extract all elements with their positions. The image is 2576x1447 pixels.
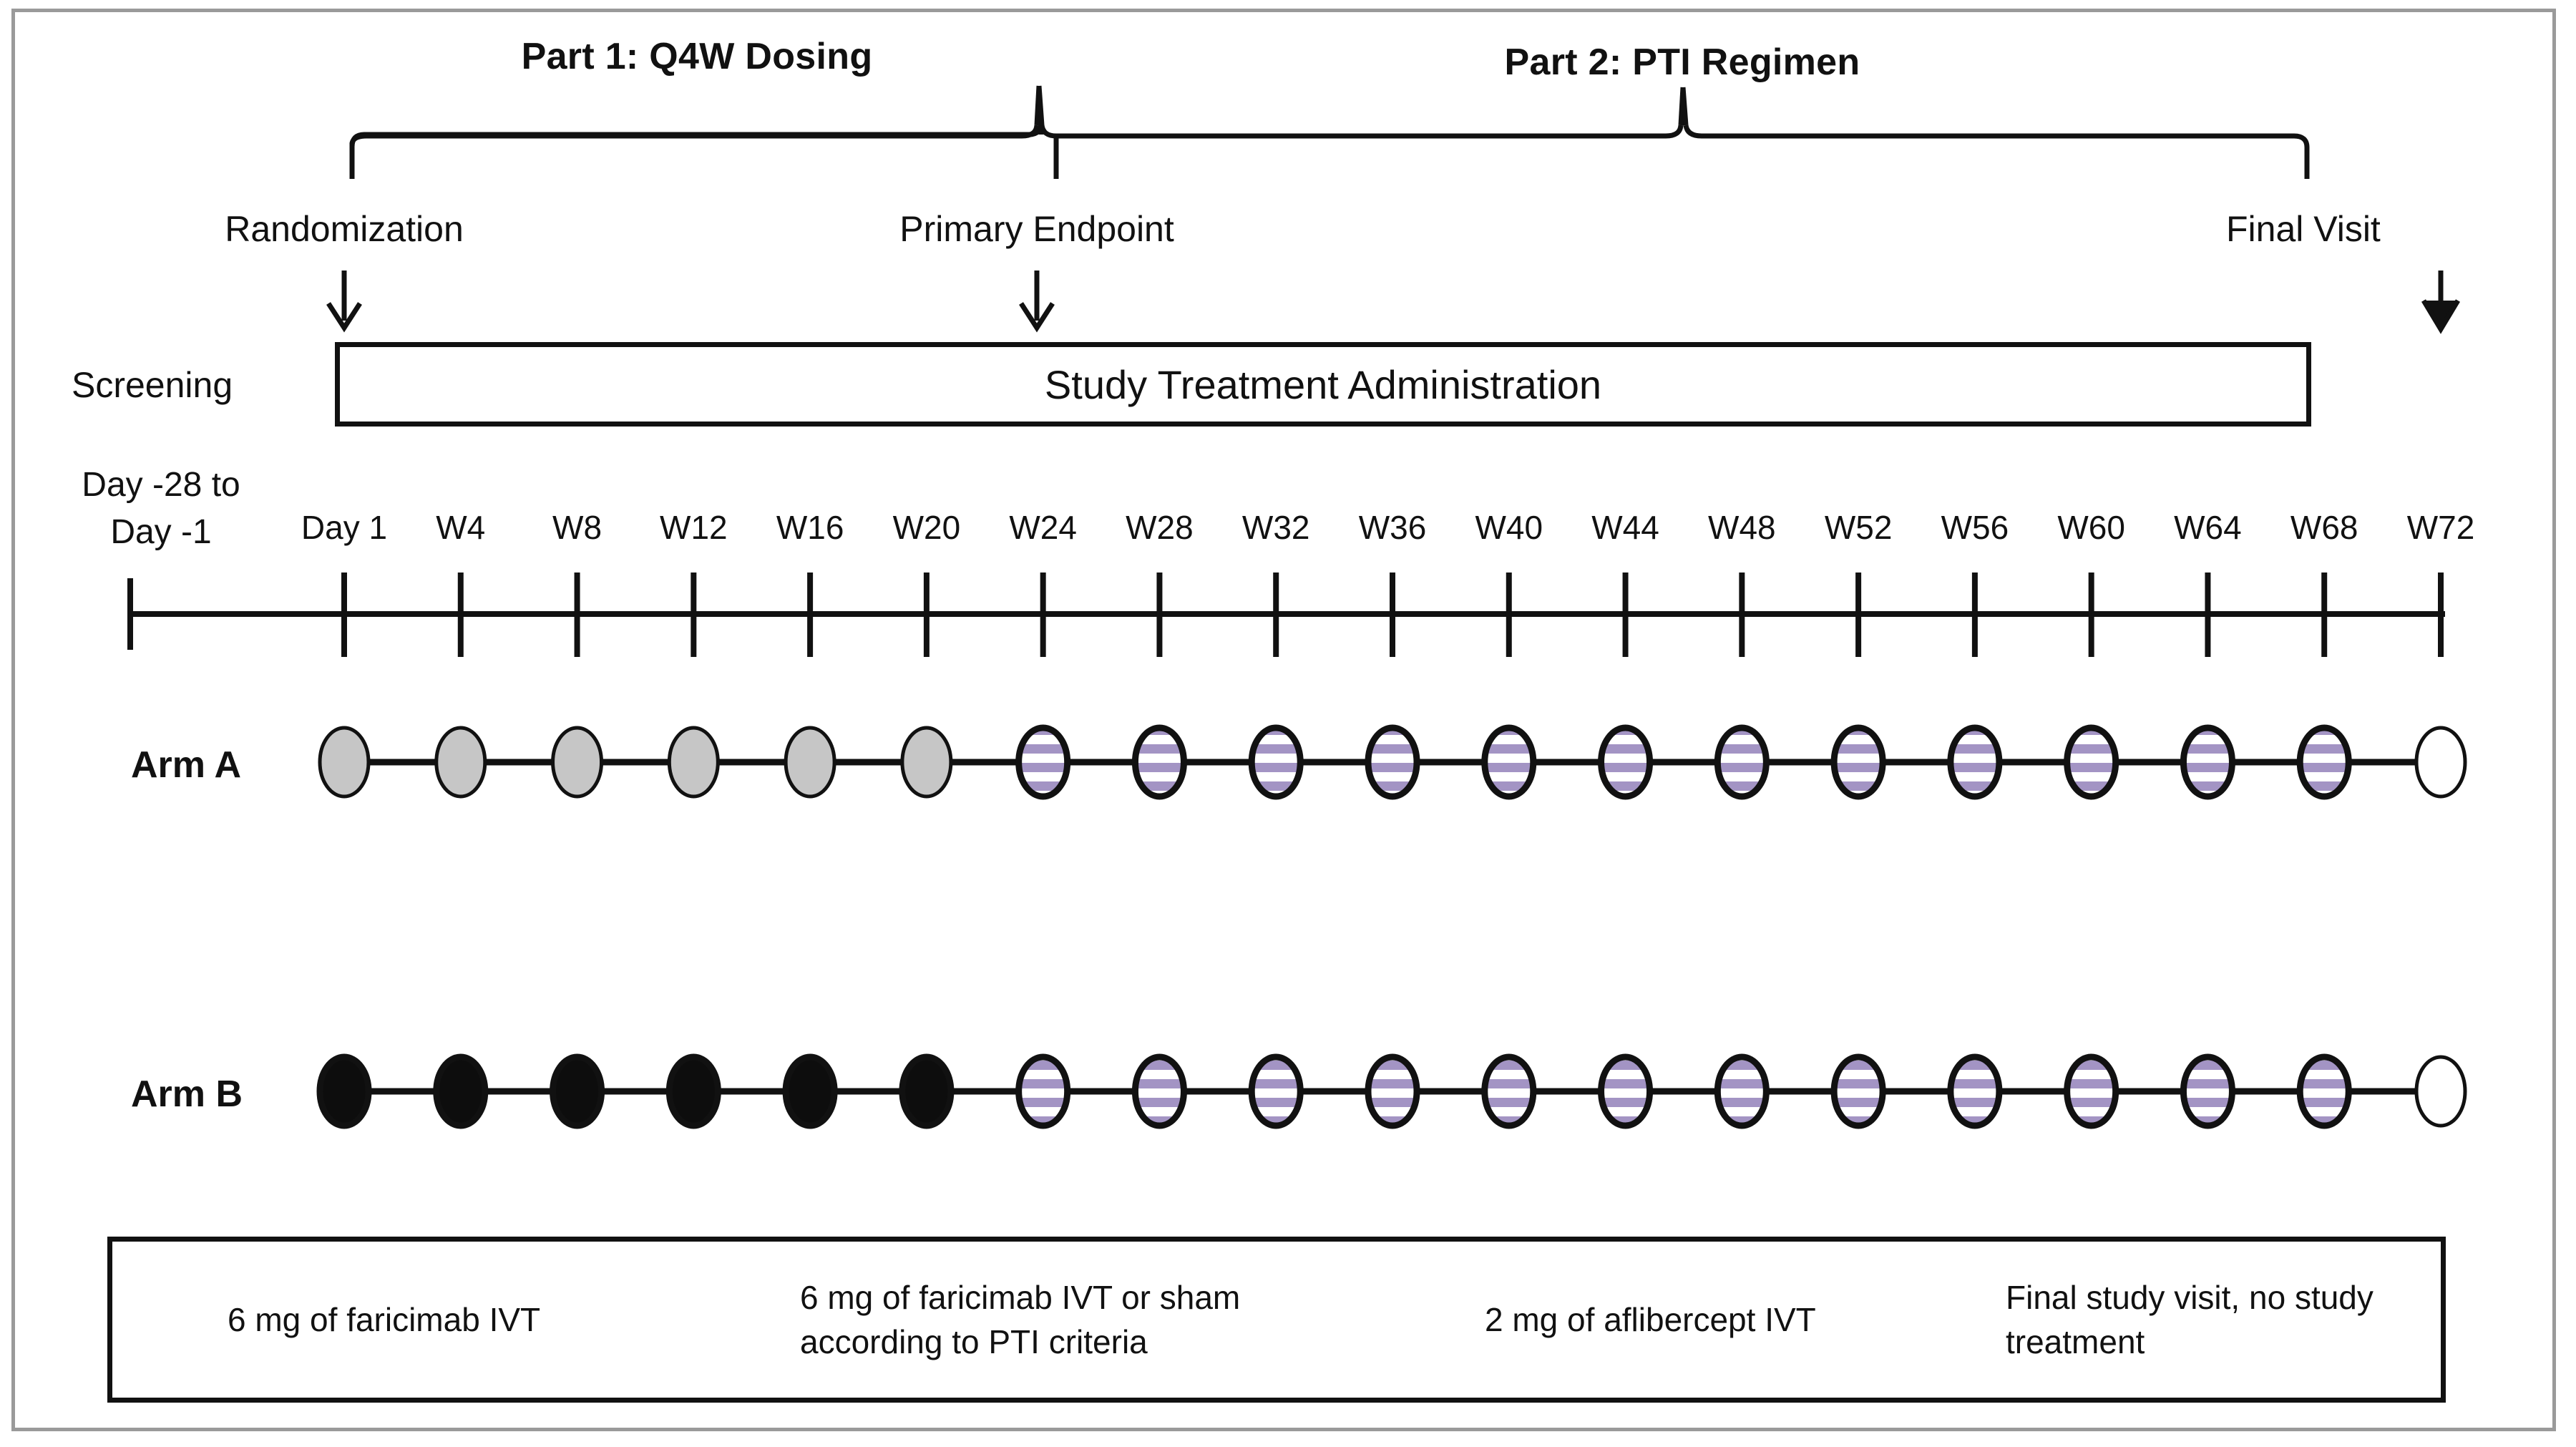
milestone-primary-endpoint-label: Primary Endpoint (899, 209, 1174, 249)
tick-label-w4: W4 (436, 509, 486, 546)
legend-box (107, 1237, 2446, 1403)
part2-bracket (1053, 87, 2310, 179)
dose-marker-striped-w36 (1365, 1053, 1420, 1129)
tick-label-w36: W36 (1358, 509, 1427, 546)
part1-title: Part 1: Q4W Dosing (521, 36, 873, 77)
dose-marker-gray-w8 (551, 726, 604, 799)
dose-marker-striped-w60 (2064, 1053, 2119, 1129)
dose-marker-striped-w28 (1131, 724, 1187, 800)
arm-b-row (316, 1053, 2467, 1129)
dose-marker-striped-w28 (1131, 1053, 1187, 1129)
tick-label-w28: W28 (1126, 509, 1194, 546)
dose-marker-gray-w16 (784, 726, 836, 799)
tick-label-w12: W12 (660, 509, 728, 546)
study-treatment-label: Study Treatment Administration (1044, 361, 1602, 407)
milestone-randomization-label: Randomization (225, 209, 464, 249)
part2-title: Part 2: PTI Regimen (1504, 42, 1860, 83)
tick-label-w52: W52 (1824, 509, 1893, 546)
dose-marker-striped-w32 (1248, 724, 1304, 800)
legend-item-3-label-line2: treatment (2006, 1323, 2145, 1360)
dose-marker-striped-w52 (1830, 1053, 1886, 1129)
arm-a-row (318, 724, 2467, 800)
dose-marker-white-w72 (2414, 1055, 2467, 1128)
legend-item-3-label-line1: Final study visit, no study (2006, 1279, 2373, 1316)
dose-marker-black-w16 (782, 1053, 838, 1129)
tick-label-day-1: Day 1 (301, 509, 388, 546)
tick-label-w16: W16 (776, 509, 844, 546)
tick-label-w64: W64 (2174, 509, 2242, 546)
tick-label-w72: W72 (2406, 509, 2475, 546)
tick-label-w8: W8 (552, 509, 602, 546)
dose-marker-striped-w56 (1947, 1053, 2003, 1129)
dose-marker-striped-w40 (1481, 724, 1537, 800)
dose-marker-striped-w48 (1714, 1053, 1770, 1129)
dose-marker-gray-w12 (667, 726, 720, 799)
dose-marker-striped-w68 (2296, 1053, 2352, 1129)
arm-b-label: Arm B (131, 1073, 243, 1115)
part1-bracket (349, 85, 1057, 179)
screening-window-line2: Day -1 (110, 513, 212, 551)
tick-label-w60: W60 (2057, 509, 2125, 546)
dose-marker-striped-w64 (2180, 1053, 2235, 1129)
dose-marker-striped-w68 (2296, 724, 2352, 800)
dose-marker-black-w12 (665, 1053, 721, 1129)
dose-marker-striped-w36 (1365, 724, 1420, 800)
tick-label-w44: W44 (1591, 509, 1659, 546)
dose-marker-striped-w60 (2064, 724, 2119, 800)
tick-label-w24: W24 (1009, 509, 1077, 546)
tick-label-w40: W40 (1475, 509, 1543, 546)
screening-label: Screening (72, 365, 233, 405)
dose-marker-black-w4 (433, 1053, 489, 1129)
milestone-arrows (326, 271, 2461, 334)
dose-marker-gray-w20 (900, 726, 953, 799)
arm-a-label: Arm A (131, 744, 242, 786)
dose-marker-striped-w52 (1830, 724, 1886, 800)
dose-marker-gray-w0 (318, 726, 371, 799)
dose-marker-striped-w24 (1015, 1053, 1071, 1129)
legend-item-0-label: 6 mg of faricimab IVT (228, 1301, 541, 1338)
dose-marker-white-w72 (2414, 726, 2467, 799)
tick-label-w20: W20 (892, 509, 961, 546)
dose-marker-black-w20 (899, 1053, 955, 1129)
dose-marker-striped-w48 (1714, 724, 1770, 800)
tick-label-w32: W32 (1241, 509, 1310, 546)
screening-window-line1: Day -28 to (82, 466, 240, 504)
legend-item-1-label-line1: 6 mg of faricimab IVT or sham (800, 1279, 1241, 1316)
dose-marker-striped-w32 (1248, 1053, 1304, 1129)
timeline-tick-marks (341, 573, 2444, 657)
dose-marker-striped-w24 (1015, 724, 1071, 800)
tick-label-w56: W56 (1941, 509, 2009, 546)
tick-label-w48: W48 (1708, 509, 1776, 546)
dose-marker-striped-w44 (1598, 1053, 1654, 1129)
dose-marker-black-w0 (316, 1053, 372, 1129)
dose-marker-black-w8 (550, 1053, 605, 1129)
dose-marker-striped-w44 (1598, 724, 1654, 800)
tick-label-w68: W68 (2290, 509, 2358, 546)
dose-marker-gray-w4 (434, 726, 487, 799)
legend-item-1-label-line2: according to PTI criteria (800, 1323, 1148, 1360)
dose-marker-striped-w40 (1481, 1053, 1537, 1129)
legend-item-2-label: 2 mg of aflibercept IVT (1485, 1301, 1816, 1338)
dose-marker-striped-w64 (2180, 724, 2235, 800)
timeline-axis (127, 578, 2445, 650)
dose-marker-striped-w56 (1947, 724, 2003, 800)
milestone-final-visit-label: Final Visit (2226, 209, 2381, 249)
study-treatment-box: Study Treatment Administration (335, 342, 2311, 427)
